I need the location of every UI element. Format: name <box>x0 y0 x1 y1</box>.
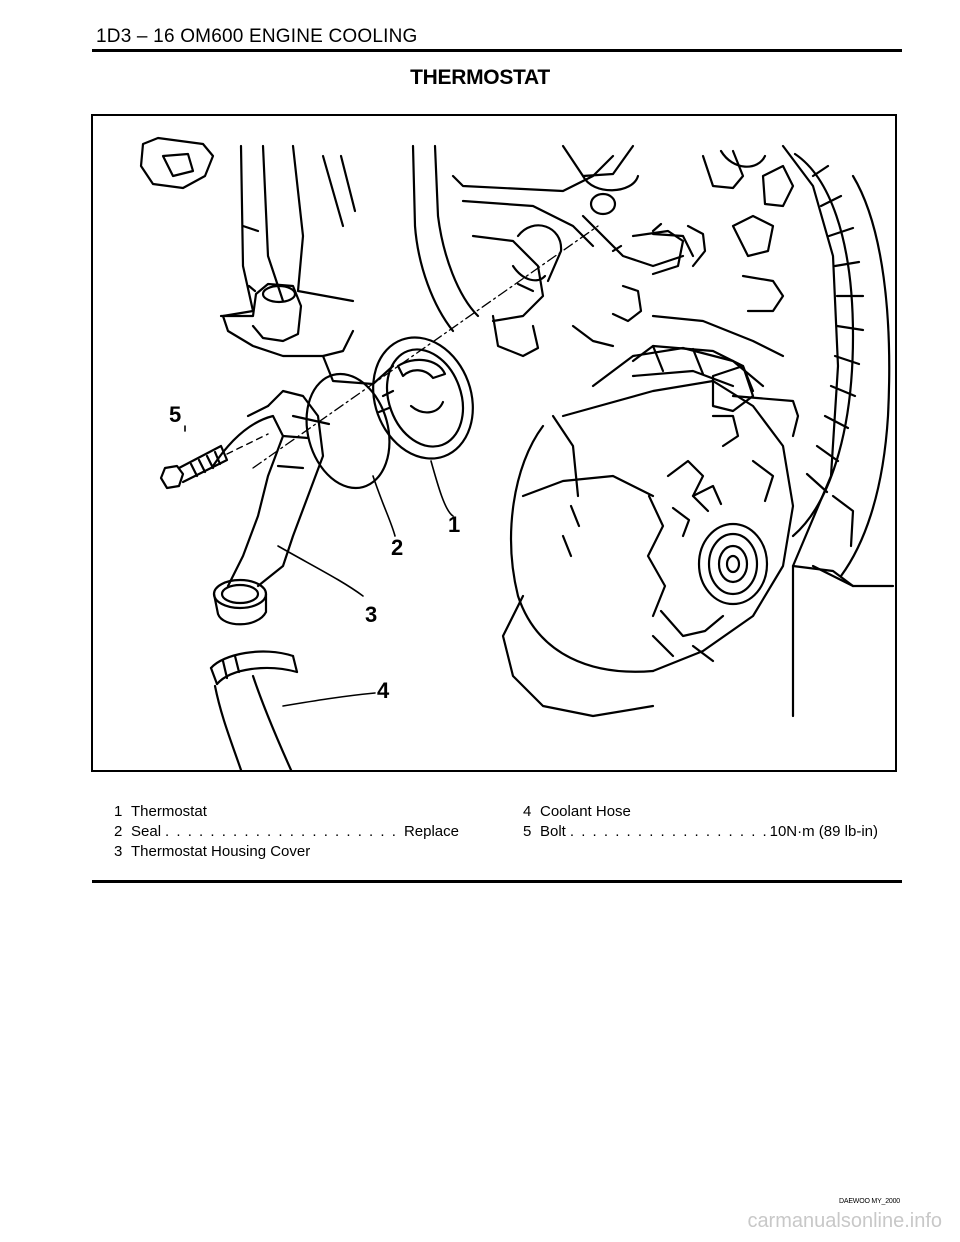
leader-dots: . . . . . . . . . . . . . . . . . . . . … <box>569 823 770 840</box>
footer-model-text: DAEWOO MY_2000 <box>839 1198 900 1205</box>
coolant-hose-drawing <box>209 650 299 770</box>
legend-right-column: 4 Coolant Hose 5 Bolt . . . . . . . . . … <box>523 802 878 842</box>
legend-item: 4 Coolant Hose <box>523 802 878 822</box>
seal-drawing <box>305 372 391 490</box>
callout-4: 4 <box>377 678 390 703</box>
alternator-drawing <box>501 346 855 718</box>
callout-leaders <box>184 425 454 707</box>
legend-item-label: Coolant Hose <box>540 803 631 820</box>
legend-item-label: Thermostat <box>131 803 207 820</box>
bolt-drawing <box>159 433 269 490</box>
thermostat-exploded-diagram: 1 2 3 4 5 <box>91 114 897 772</box>
legend-item-label: Seal <box>131 823 162 840</box>
legend-item: 3 Thermostat Housing Cover <box>114 842 459 862</box>
thermostat-drawing <box>372 336 474 460</box>
legend-item: 1 Thermostat <box>114 802 459 822</box>
legend-item-number: 1 <box>114 803 123 820</box>
legend-item-label: Bolt <box>540 823 566 840</box>
site-watermark: carmanualsonline.info <box>747 1210 942 1232</box>
legend-item: 5 Bolt . . . . . . . . . . . . . . . . .… <box>523 822 878 842</box>
callout-3: 3 <box>365 602 378 627</box>
header-rule <box>92 49 902 52</box>
legend-item-number: 5 <box>523 823 532 840</box>
legend-item-number: 3 <box>114 843 123 860</box>
housing-cover-drawing <box>211 389 331 626</box>
legend-item-number: 4 <box>523 803 532 820</box>
footer-rule <box>92 880 902 883</box>
legend-item-spec: Replace <box>403 823 459 840</box>
legend-item-label: Thermostat Housing Cover <box>131 843 311 860</box>
legend-item: 2 Seal . . . . . . . . . . . . . . . . .… <box>114 822 459 842</box>
legend-item-number: 2 <box>114 823 123 840</box>
legend-item-spec: 10N·m (89 lb-in) <box>769 823 878 840</box>
leader-dots: . . . . . . . . . . . . . . . . . . . . … <box>165 823 404 840</box>
section-title: THERMOSTAT <box>410 66 550 89</box>
legend-left-column: 1 Thermostat 2 Seal . . . . . . . . . . … <box>114 802 459 862</box>
callout-5: 5 <box>169 402 182 427</box>
engine-housing-drawing <box>139 136 895 718</box>
callout-1: 1 <box>448 512 461 537</box>
callout-2: 2 <box>391 535 404 560</box>
page-header-title: 1D3 – 16 OM600 ENGINE COOLING <box>96 26 418 47</box>
